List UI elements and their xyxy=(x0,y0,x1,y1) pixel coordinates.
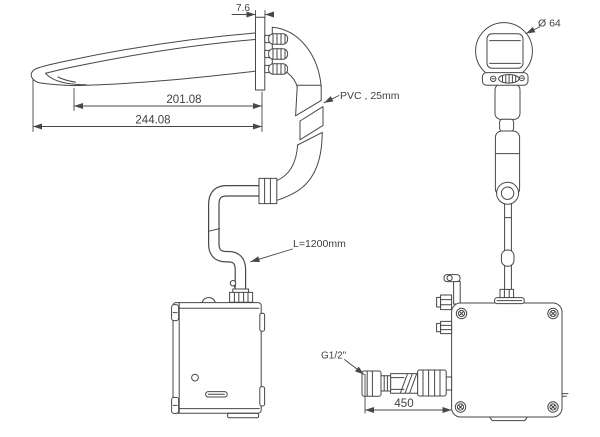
dimension-plate-thickness: 7.6 xyxy=(236,3,250,14)
spout-outline xyxy=(30,32,256,87)
dimension-lines xyxy=(32,10,540,414)
vent-slot xyxy=(205,391,228,398)
control-box-left xyxy=(171,297,266,419)
hose-end-fitting xyxy=(229,280,254,303)
hose-connector xyxy=(258,177,278,205)
mounting-bracket xyxy=(443,274,461,305)
corner-screws xyxy=(454,307,559,413)
label-inlet-thread: G1/2" xyxy=(321,351,347,362)
supply-hose xyxy=(208,185,260,292)
indicator-circle xyxy=(191,373,199,382)
label-supply-hose: L=1200mm xyxy=(293,238,346,250)
dimension-inlet-hose-length: 450 xyxy=(394,398,413,410)
label-drain-pipe: PVC , 25mm xyxy=(340,90,400,102)
dimension-spout-total: 244.08 xyxy=(135,115,170,127)
wall-plate xyxy=(255,16,266,91)
label-sensor-diameter: Ø 64 xyxy=(538,18,561,30)
sensor-stem xyxy=(494,118,521,299)
sensor-window xyxy=(486,33,524,69)
sensor-head xyxy=(475,22,533,120)
control-box-right xyxy=(436,294,569,422)
side-fittings xyxy=(436,294,453,335)
mounting-bolts xyxy=(264,33,289,75)
dimension-spout-projection: 201.08 xyxy=(166,94,201,106)
inlet-fitting xyxy=(361,369,453,397)
